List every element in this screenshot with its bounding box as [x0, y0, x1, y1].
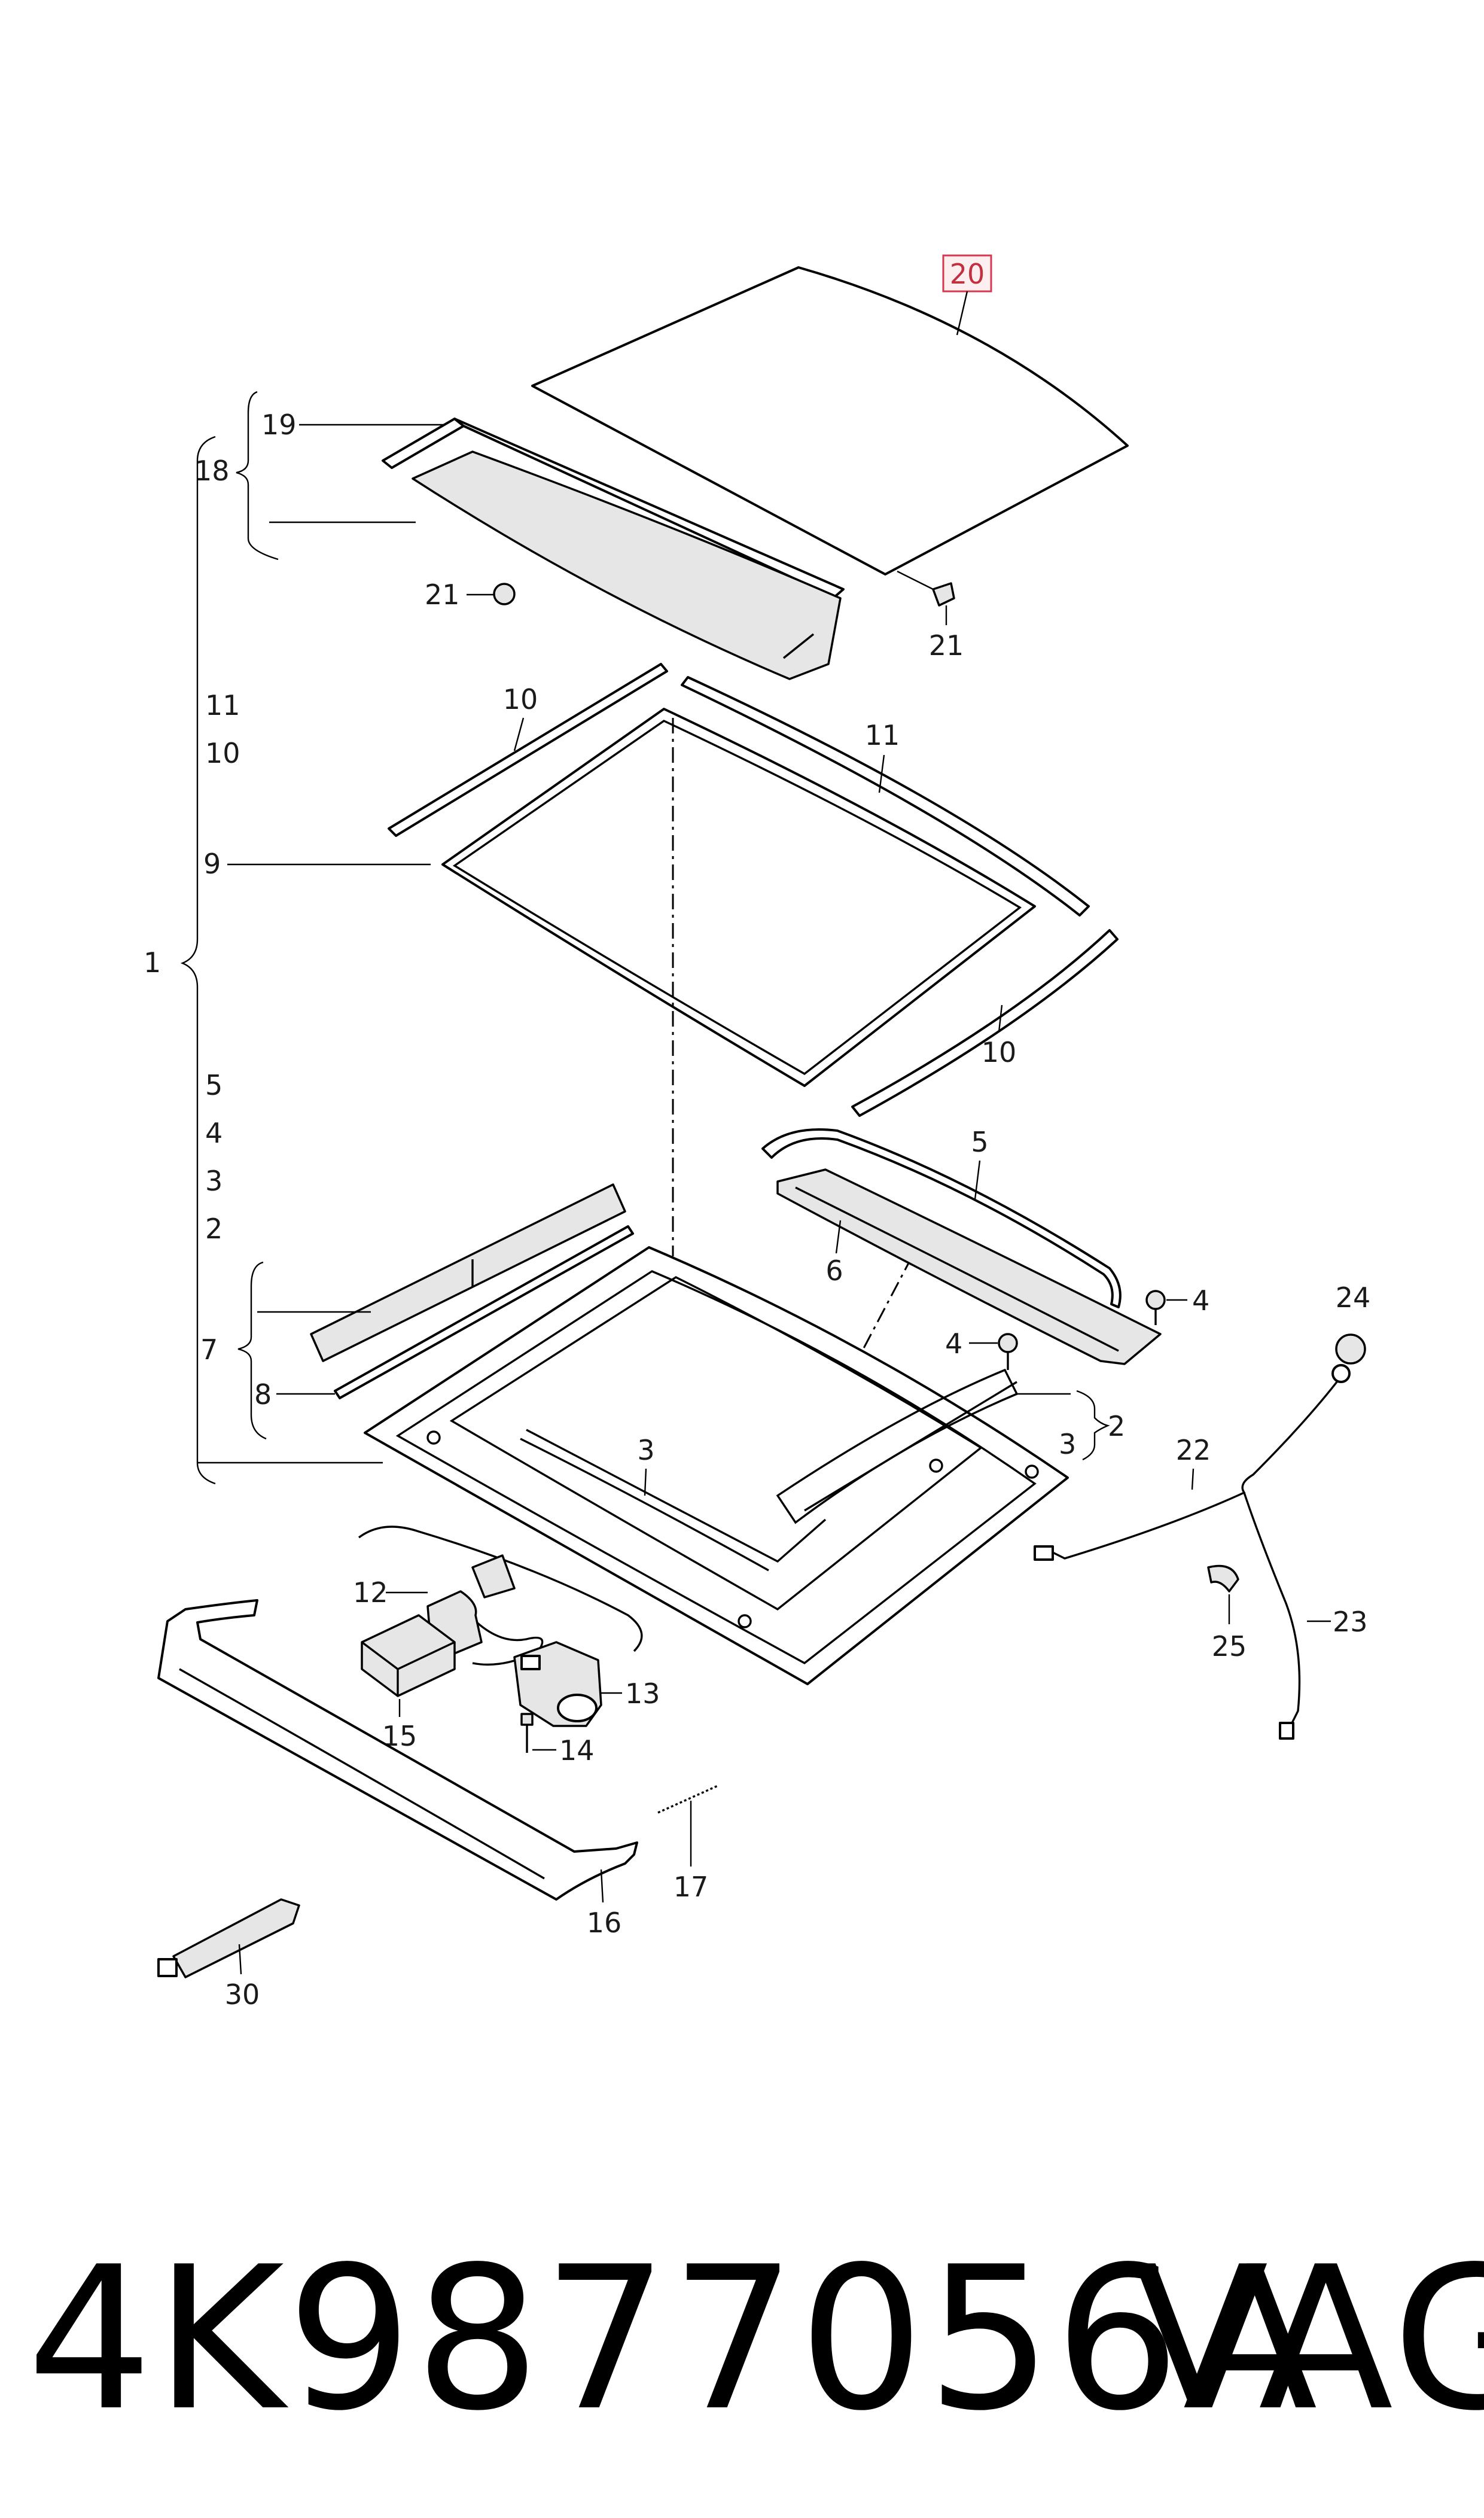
callout-21-left[interactable]: 21 — [425, 578, 494, 611]
svg-text:25: 25 — [1212, 1630, 1247, 1663]
svg-text:9: 9 — [203, 848, 221, 880]
callout-1[interactable]: 1 — [144, 946, 161, 979]
footer: 4K9877056A VAG — [0, 2225, 1484, 2453]
svg-text:7: 7 — [200, 1333, 218, 1366]
guide-strip-11-part — [681, 676, 1090, 917]
glass-panel-part — [531, 266, 1129, 576]
list-label-11: 11 — [205, 689, 240, 721]
callout-4-right[interactable]: 4 — [1166, 1284, 1209, 1317]
callout-13[interactable]: 13 — [601, 1677, 660, 1710]
callout-8[interactable]: 8 — [254, 1378, 335, 1411]
callout-5[interactable]: 5 — [971, 1126, 989, 1200]
callout-18[interactable]: 18 — [194, 391, 416, 561]
drain-hoses-part — [1034, 1333, 1366, 1740]
svg-text:20: 20 — [950, 258, 985, 290]
svg-text:8: 8 — [254, 1378, 272, 1411]
callout-4-center[interactable]: 4 — [945, 1327, 998, 1360]
svg-text:21: 21 — [929, 629, 964, 662]
svg-text:6: 6 — [825, 1255, 843, 1287]
svg-text:21: 21 — [425, 578, 460, 611]
svg-text:4: 4 — [205, 1117, 223, 1149]
svg-text:23: 23 — [1333, 1606, 1368, 1638]
screw-4-right-part — [1145, 1290, 1166, 1325]
spring-17-part — [657, 1785, 718, 1814]
callout-2-3-bracket[interactable]: 2 3 — [1017, 1390, 1125, 1461]
svg-text:12: 12 — [353, 1576, 388, 1609]
brand-name: VAG — [1133, 2224, 1484, 2454]
guide-strip-10-lower-part — [851, 929, 1119, 1117]
motor-13-part — [513, 1641, 602, 1727]
seal-strip-8-part — [334, 1225, 634, 1399]
svg-text:16: 16 — [587, 1907, 622, 1939]
svg-text:18: 18 — [194, 455, 230, 487]
screw-21-left-part — [493, 583, 516, 605]
callout-12[interactable]: 12 — [353, 1576, 428, 1609]
svg-text:11: 11 — [865, 719, 900, 751]
control-unit-15-part — [361, 1614, 456, 1697]
grease-tube-30-part — [157, 1898, 300, 1978]
svg-text:24: 24 — [1336, 1281, 1371, 1314]
callout-14[interactable]: 14 — [532, 1734, 595, 1767]
svg-text:19: 19 — [261, 409, 297, 441]
alignment-line — [672, 718, 913, 1365]
wind-deflector-part — [382, 418, 845, 680]
callout-19[interactable]: 19 — [261, 409, 446, 441]
svg-text:4: 4 — [945, 1327, 962, 1360]
svg-text:2: 2 — [1108, 1410, 1125, 1442]
svg-text:1: 1 — [144, 946, 161, 979]
callout-30[interactable]: 30 — [225, 1944, 260, 2011]
callout-3-center[interactable]: 3 — [637, 1434, 655, 1496]
front-trim-7-part — [310, 1183, 626, 1362]
list-label-10: 10 — [205, 737, 240, 769]
sunroof-frame-part — [364, 1246, 1069, 1685]
svg-text:3: 3 — [637, 1434, 654, 1466]
assembly-1-bracket — [180, 436, 216, 1485]
part-number: 4K9877056A — [27, 2224, 1320, 2454]
callout-16[interactable]: 16 — [587, 1869, 622, 1939]
callout-21-right[interactable]: 21 — [897, 570, 964, 662]
callout-24[interactable]: 24 — [1336, 1281, 1371, 1314]
seal-frame-9-part — [441, 708, 1036, 1087]
rear-rail-6-part — [776, 1168, 1162, 1365]
sunshade-16-part — [157, 1599, 638, 1901]
svg-text:10: 10 — [982, 1036, 1017, 1068]
svg-text:3: 3 — [1059, 1428, 1076, 1460]
svg-text:17: 17 — [674, 1871, 709, 1903]
callout-25[interactable]: 25 — [1212, 1594, 1247, 1663]
callout-6[interactable]: 6 — [825, 1220, 843, 1287]
callout-17[interactable]: 17 — [674, 1801, 709, 1903]
callout-7[interactable]: 7 — [200, 1261, 371, 1440]
cable-5-part — [761, 1128, 1122, 1308]
callout-9[interactable]: 9 — [203, 848, 431, 880]
svg-text:5: 5 — [205, 1069, 223, 1101]
callout-11[interactable]: 11 — [865, 719, 900, 793]
svg-text:5: 5 — [971, 1126, 988, 1158]
screw-21-right-part — [932, 582, 955, 607]
svg-text:4: 4 — [1192, 1284, 1209, 1317]
guide-strip-10-upper-part — [388, 663, 668, 837]
svg-text:30: 30 — [225, 1978, 260, 2011]
svg-text:14: 14 — [559, 1734, 595, 1767]
svg-text:10: 10 — [205, 737, 240, 769]
screw-4-center-part — [998, 1333, 1018, 1370]
callout-20[interactable]: 20 — [942, 254, 992, 336]
svg-text:3: 3 — [205, 1165, 223, 1197]
list-label-5: 5 — [205, 1069, 223, 1101]
svg-text:2: 2 — [205, 1213, 223, 1245]
svg-text:10: 10 — [503, 683, 538, 715]
list-label-3: 3 — [205, 1165, 223, 1197]
list-label-4: 4 — [205, 1117, 223, 1149]
callout-10-upper[interactable]: 10 — [503, 683, 538, 751]
svg-text:13: 13 — [625, 1677, 660, 1710]
list-label-2: 2 — [205, 1213, 223, 1245]
bolt-14-part — [520, 1713, 534, 1753]
callout-10-lower[interactable]: 10 — [982, 1004, 1017, 1068]
svg-text:11: 11 — [205, 689, 240, 721]
svg-text:22: 22 — [1176, 1434, 1211, 1466]
callout-22[interactable]: 22 — [1176, 1434, 1211, 1490]
callout-23[interactable]: 23 — [1307, 1606, 1368, 1638]
